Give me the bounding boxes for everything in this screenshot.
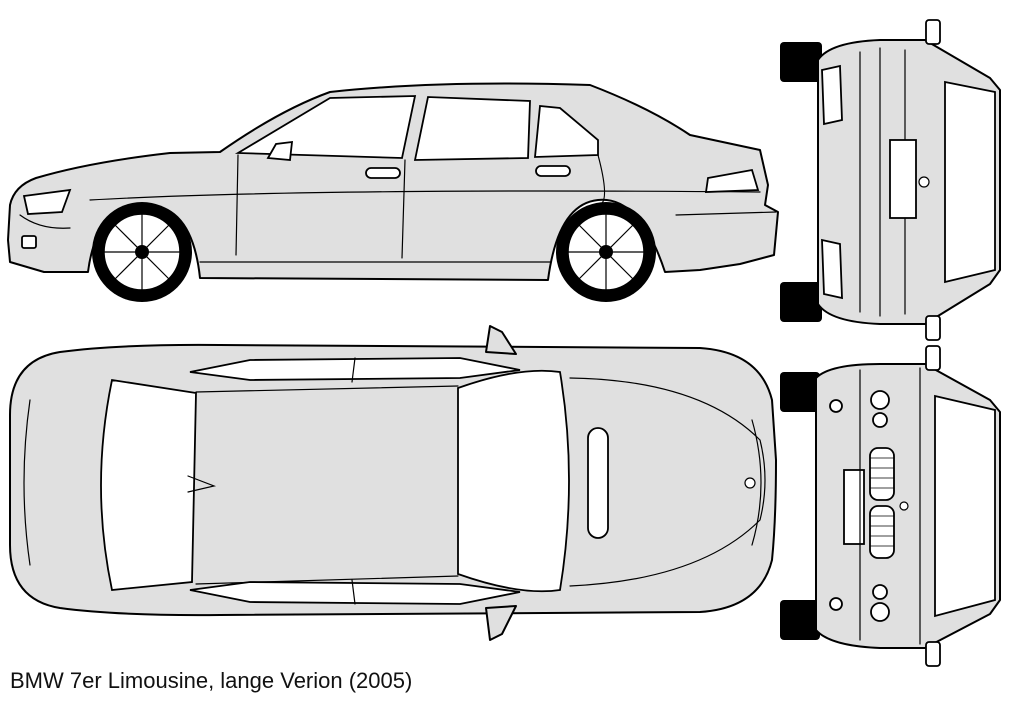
top-view bbox=[9, 325, 777, 641]
rear-view bbox=[780, 19, 1001, 341]
side-view bbox=[7, 82, 779, 302]
front-view bbox=[780, 345, 1001, 667]
drawing-caption: BMW 7er Limousine, lange Verion (2005) bbox=[10, 668, 413, 693]
